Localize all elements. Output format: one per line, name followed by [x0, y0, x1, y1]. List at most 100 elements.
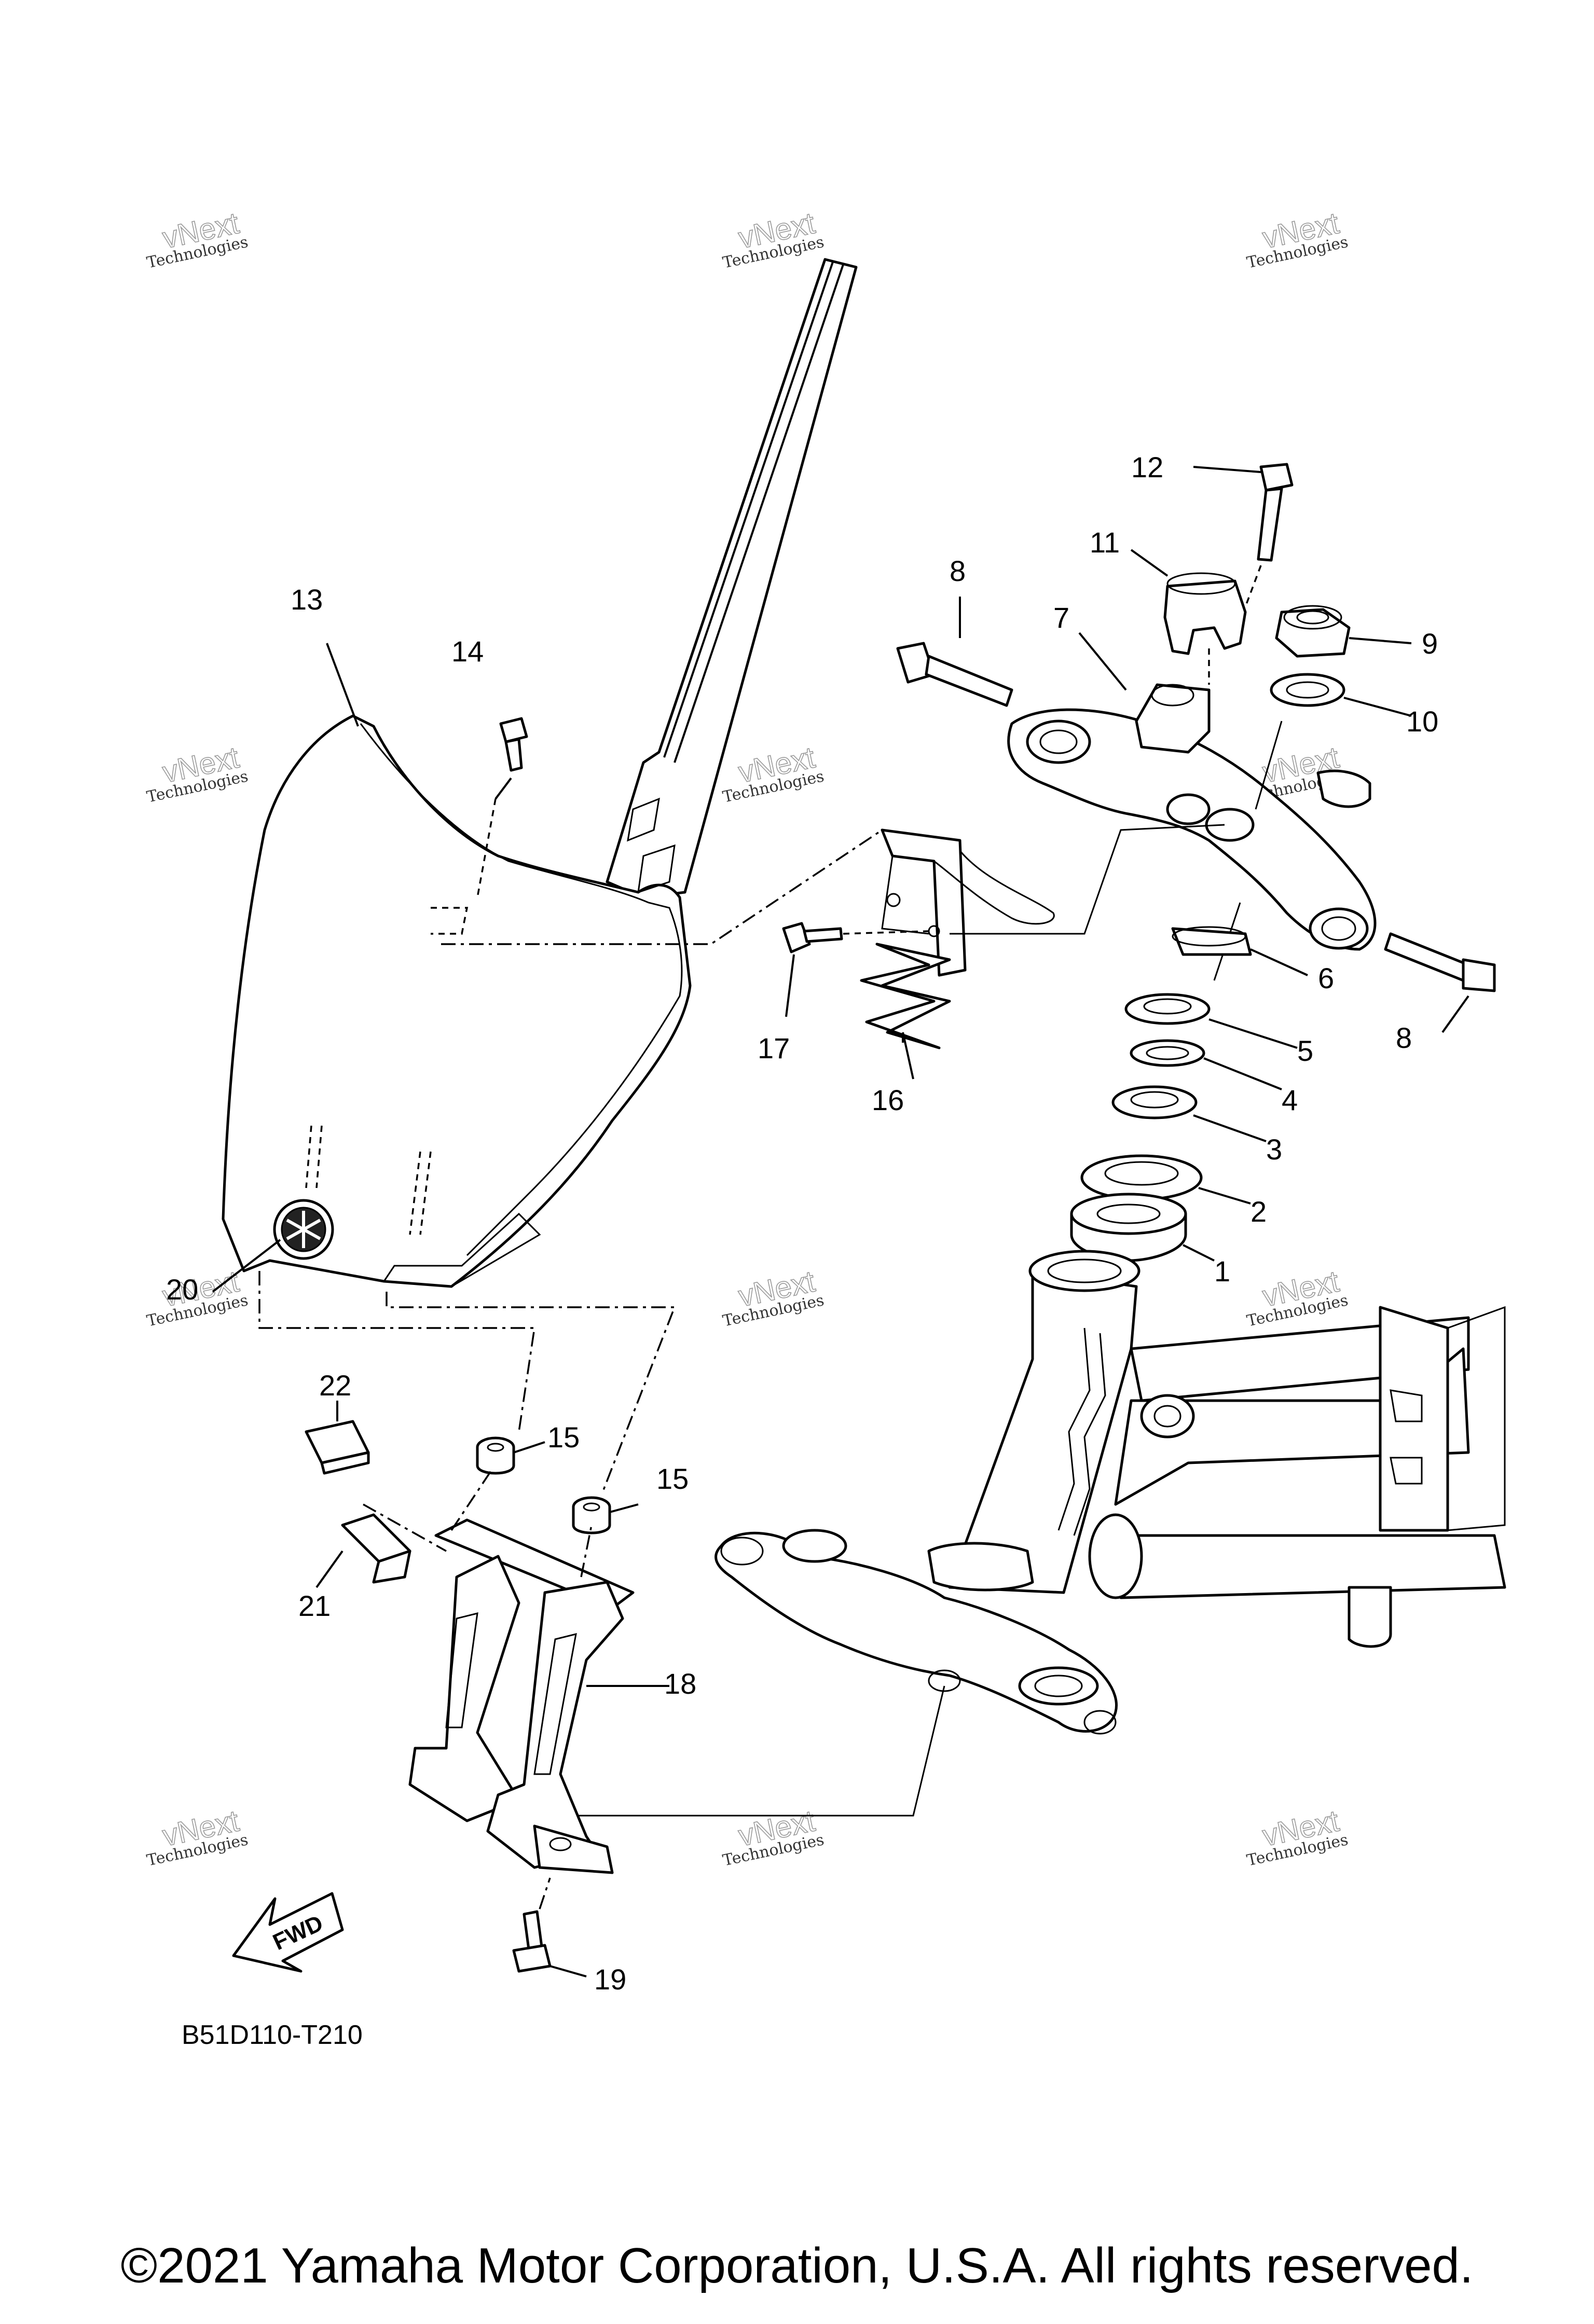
leader-line [315, 1550, 343, 1588]
stay-foot-hole [549, 1837, 572, 1851]
stay-left-leg [408, 1555, 520, 1822]
callout-9: 9 [1422, 627, 1438, 660]
watermark: vNext Technologies [1245, 206, 1350, 272]
assembly-line [580, 1525, 593, 1578]
bracket-stem-hole [1205, 808, 1255, 842]
part-15-grommet-left [476, 1436, 545, 1475]
part-13-front-plate [222, 258, 858, 1288]
nut-bore [1296, 610, 1329, 625]
plate-to-stay-line [441, 829, 883, 945]
grommet-hole [487, 1443, 504, 1452]
stem-collar [927, 1542, 1034, 1592]
pad-side [372, 1550, 411, 1584]
part-22-pad [305, 1401, 370, 1475]
plate-slot [627, 797, 660, 842]
grommet-body [476, 1447, 515, 1475]
watermark: vNext Technologies [1245, 1804, 1350, 1870]
stay-to-bracket-line [950, 824, 1225, 935]
ring-nut-bore [1130, 1091, 1179, 1109]
under-bracket-hole [720, 1537, 764, 1566]
frame-tab [1348, 1586, 1392, 1648]
leader-line [1130, 549, 1169, 577]
part-11-holder [1130, 549, 1247, 685]
part-10-washer [1270, 673, 1412, 717]
callout-16: 16 [872, 1084, 904, 1116]
leader-line-13 [326, 643, 359, 727]
grommet-hole [583, 1502, 600, 1512]
part-5-ring-nut [1124, 993, 1298, 1049]
frame-block [1390, 1457, 1423, 1485]
bearing-bore [1096, 1204, 1161, 1224]
grommet-body [572, 1507, 611, 1534]
washer-outer [1130, 1039, 1205, 1067]
bolt-head [512, 1944, 552, 1973]
callout-7: 7 [1053, 601, 1069, 634]
part-7-upper-bracket [1007, 632, 1377, 951]
frame-block [1390, 1389, 1423, 1422]
head-tube-top [1028, 1250, 1140, 1292]
holder-top [1166, 572, 1236, 595]
watermark: vNext Technologies [145, 206, 250, 272]
callout-4: 4 [1282, 1084, 1298, 1116]
windshield-edge-line [674, 264, 844, 763]
watermark: vNext Technologies [145, 1804, 250, 1870]
assembly-line [258, 1271, 536, 1432]
frame-cable-guide [1057, 1327, 1091, 1531]
under-bracket [560, 1529, 1118, 1817]
leader-line [1208, 1018, 1298, 1049]
under-bracket-hole [1083, 1710, 1117, 1735]
watermark: vNext Technologies [721, 740, 826, 807]
nut-body [1275, 608, 1351, 658]
head-tube-bore [1047, 1258, 1122, 1283]
stay-hole [886, 893, 901, 907]
callout-5: 5 [1297, 1034, 1313, 1067]
watermark: vNext Technologies [145, 740, 250, 807]
bolt-head [1462, 958, 1496, 992]
part-16-stay [860, 828, 1055, 1080]
washer-inner [1146, 1046, 1189, 1060]
callout-2: 2 [1251, 1195, 1267, 1228]
nut-top [1283, 605, 1342, 630]
bolt-head [1259, 463, 1294, 492]
stay-foot [533, 1824, 614, 1874]
leader-line [1343, 697, 1412, 717]
under-bracket-clamp [1018, 1666, 1099, 1706]
under-bracket-hole [928, 1669, 961, 1692]
assembly-line [386, 1292, 676, 1495]
leader-line [1349, 637, 1412, 644]
pad-side [320, 1451, 370, 1475]
hidden-line [1244, 565, 1262, 607]
frame-boss-hole [1153, 1405, 1181, 1428]
bracket-riser [1135, 683, 1211, 754]
callout-8-lower: 8 [1396, 1021, 1412, 1054]
stay-slot [533, 1633, 577, 1775]
frame-cable-guide [1073, 1333, 1106, 1536]
bracket-clamp-left [1026, 720, 1091, 764]
cover-inner [1104, 1161, 1179, 1186]
bracket-center-boss [1166, 793, 1211, 825]
callout-12: 12 [1131, 451, 1163, 483]
part-3-ring-nut [1111, 1085, 1267, 1142]
part-9-nut [1275, 605, 1412, 658]
hidden-line [476, 798, 497, 898]
fwd-arrow-shape [232, 1892, 344, 1973]
watermark: vNext Technologies [721, 1264, 826, 1331]
washer-outer [1270, 673, 1345, 707]
under-bracket-clamp [782, 1529, 847, 1563]
bolt-shank [925, 655, 1013, 707]
callout-10: 10 [1406, 705, 1438, 738]
under-bracket-body [714, 1531, 1118, 1733]
callout-6: 6 [1318, 962, 1334, 994]
callout-15-left: 15 [547, 1421, 580, 1454]
part-18-plate-stay [408, 1518, 669, 1874]
part-20-emblem [273, 1199, 334, 1260]
part-12-bolt [1193, 463, 1294, 607]
callout-14: 14 [451, 635, 484, 668]
assembly-lines [258, 1271, 676, 1578]
frame-boss [1140, 1394, 1195, 1438]
callout-19: 19 [594, 1963, 626, 1996]
assembly-line [450, 1468, 494, 1531]
part-19-bolt [512, 1877, 587, 1977]
ring-nut [1111, 1085, 1198, 1119]
